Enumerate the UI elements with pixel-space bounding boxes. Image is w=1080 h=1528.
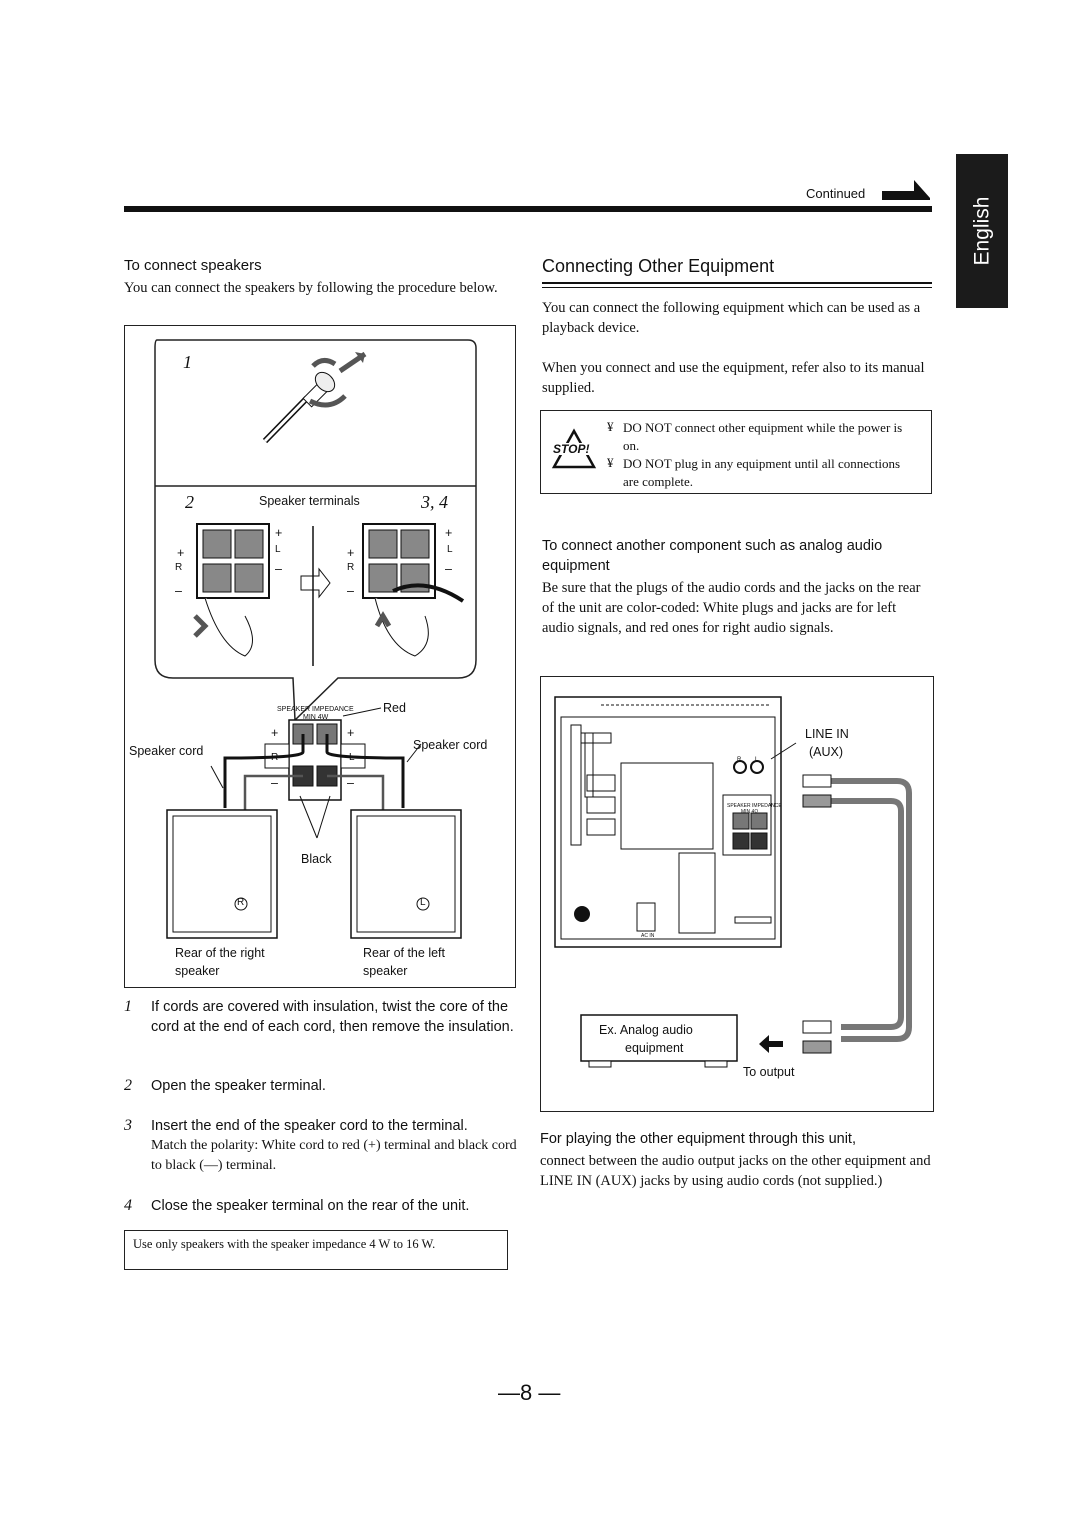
warning-box: STOP! ¥ DO NOT connect other equipment w… (540, 410, 932, 494)
analog-equipment-label-1: Ex. Analog audio (599, 1023, 693, 1037)
right-speaker-marker: R (237, 897, 245, 908)
wire-twist-illustration (262, 351, 367, 444)
warning-bullet-1: ¥ (607, 419, 614, 434)
step-1: 1 If cords are covered with insulation, … (124, 997, 528, 1037)
title-rule-thin (542, 287, 932, 288)
r-label-open: R (175, 562, 183, 573)
minus-label-l2: – (445, 562, 452, 576)
connect-speakers-intro: You can connect the speakers by followin… (124, 280, 498, 296)
step-4-text: Close the speaker terminal on the rear o… (151, 1198, 470, 1214)
step-3-subtext: Match the polarity: White cord to red (+… (151, 1138, 517, 1173)
minus-label-block-l: – (347, 776, 354, 790)
line-in-label: LINE IN (805, 727, 849, 741)
step2-number: 2 (185, 492, 194, 512)
speaker-figure: 1 2 3, 4 Speaker terminals + R – + L – +… (124, 325, 516, 988)
plus-label-l: + (275, 526, 283, 540)
r-jack-label: R (737, 757, 742, 763)
language-tab: English (956, 154, 1008, 308)
rear-left-label-1: Rear of the left (363, 946, 445, 960)
rear-right-label-2: speaker (175, 964, 220, 978)
step-4-number: 4 (124, 1197, 132, 1214)
step-3-text: Insert the end of the speaker cord to th… (151, 1118, 468, 1134)
step-3-number: 3 (124, 1117, 132, 1134)
section-title: Connecting Other Equipment (542, 256, 775, 276)
rear-impedance-min-label: MIN 4Ω (741, 809, 759, 815)
r-label-insert: R (347, 562, 355, 573)
color-code-paragraph: Be sure that the plugs of the audio cord… (542, 580, 921, 636)
continued-label: Continued (806, 186, 866, 201)
impedance-note: Use only speakers with the speaker imped… (124, 1230, 508, 1270)
analog-subheading: To connect another component such as ana… (542, 538, 883, 574)
speaker-terminals-label: Speaker terminals (259, 494, 360, 508)
terminal-insert-illustration (362, 523, 465, 657)
step-2: 2 Open the speaker terminal. (124, 1076, 528, 1096)
black-label: Black (301, 852, 332, 866)
minus-label-l: – (275, 562, 282, 576)
red-label: Red (383, 701, 406, 715)
minus-label-r: – (175, 584, 182, 598)
continued-arrow-icon (882, 180, 930, 200)
warning-item-1: DO NOT connect other equipment while the… (623, 420, 903, 453)
play-text: connect between the audio output jacks o… (540, 1153, 931, 1189)
left-speaker-marker: L (420, 897, 426, 908)
l-jack-label: L (755, 757, 759, 763)
terminal-open-illustration (193, 523, 270, 657)
header-rule (124, 206, 932, 212)
r-label-block: R (271, 752, 279, 763)
step34-number: 3, 4 (421, 492, 448, 512)
stop-text: STOP! (553, 442, 590, 456)
to-output-label: To output (743, 1065, 795, 1079)
warning-item-2: DO NOT plug in any equipment until all c… (623, 456, 901, 489)
rear-right-label-1: Rear of the right (175, 946, 265, 960)
step-2-text: Open the speaker terminal. (151, 1078, 326, 1094)
plus-label-r2: + (347, 546, 355, 560)
step-2-number: 2 (124, 1077, 132, 1094)
manual-paragraph: When you connect and use the equipment, … (542, 360, 925, 396)
aux-label: (AUX) (809, 745, 844, 759)
impedance-label: SPEAKER IMPEDANCE (277, 706, 354, 713)
minus-label-r2: – (347, 584, 354, 598)
speaker-cord-left-label: Speaker cord (129, 744, 204, 758)
speaker-cord-right-label: Speaker cord (413, 738, 488, 752)
l-label-open: L (275, 544, 281, 555)
step-1-text: If cords are covered with insulation, tw… (151, 999, 514, 1035)
rear-left-label-2: speaker (363, 964, 408, 978)
aux-cable (802, 774, 912, 1054)
step-4: 4 Close the speaker terminal on the rear… (124, 1196, 528, 1216)
l-label-insert: L (447, 544, 453, 555)
analog-equipment-label-2: equipment (625, 1041, 684, 1055)
plus-label-block-l: + (347, 726, 355, 740)
plus-label-r: + (177, 546, 185, 560)
step-1-number: 1 (124, 998, 132, 1015)
analog-connection-figure: LINE IN (AUX) R L SPEAKER IMPEDANCE MIN … (540, 676, 934, 1112)
step1-number: 1 (183, 352, 192, 372)
impedance-min-label: MIN 4W (303, 714, 329, 721)
plus-label-l2: + (445, 526, 453, 540)
speaker-wiring-diagram (166, 707, 462, 939)
ac-in-label: AC IN (641, 933, 655, 939)
intro-paragraph: You can connect the following equipment … (542, 300, 921, 336)
speaker-impedance-label: SPEAKER IMPEDANCE (727, 803, 782, 809)
speaker-illustration (154, 339, 477, 939)
play-heading: For playing the other equipment through … (540, 1131, 856, 1147)
warning-bullet-2: ¥ (607, 455, 614, 470)
page-number: —8 — (498, 1380, 561, 1405)
rear-panel-illustration (554, 696, 912, 1068)
minus-label-block-r: – (271, 776, 278, 790)
l-label-block: L (349, 752, 355, 763)
connect-speakers-heading: To connect speakers (124, 257, 262, 274)
plus-label-block-r: + (271, 726, 279, 740)
title-rule-thick (542, 282, 932, 284)
step-3: 3 Insert the end of the speaker cord to … (124, 1116, 524, 1176)
